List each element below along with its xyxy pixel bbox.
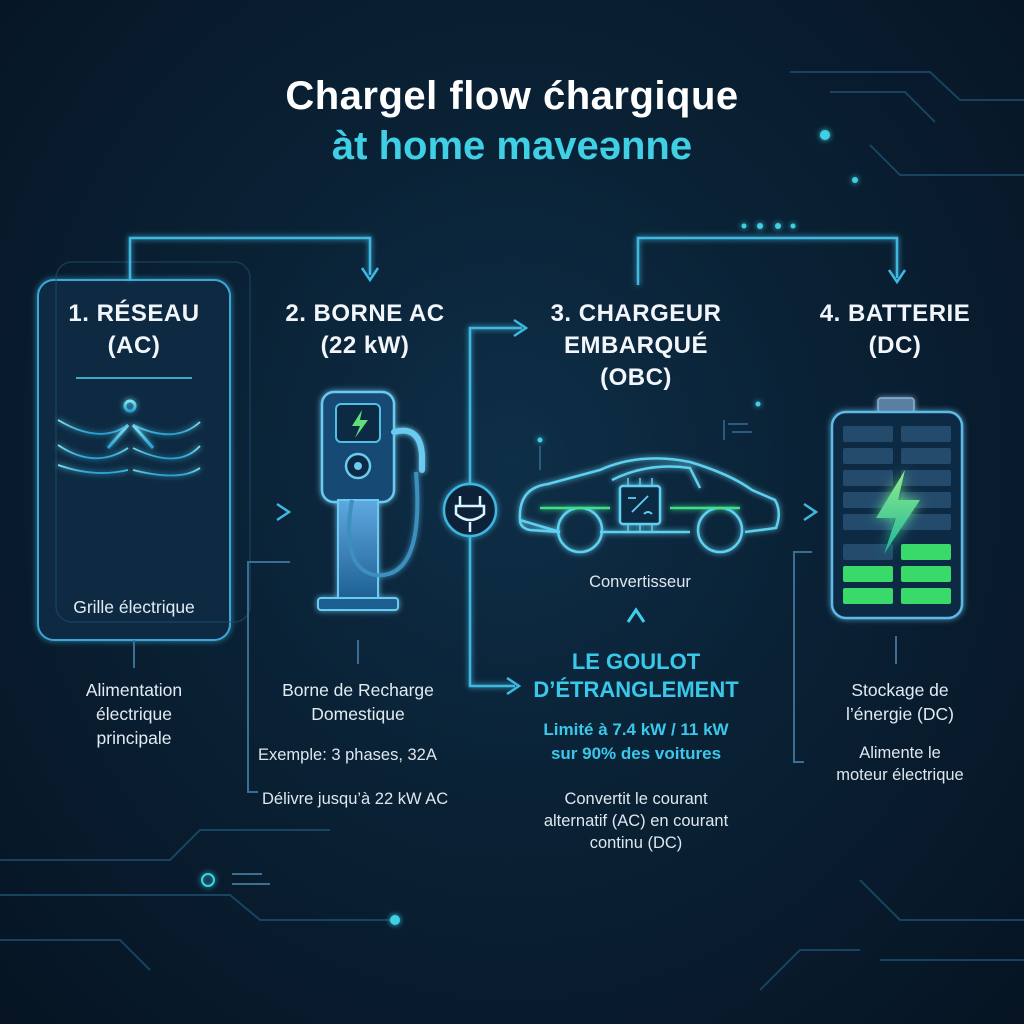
stage-4-heading: 4. BATTERIE (DC)	[790, 298, 1000, 362]
plug-icon	[442, 482, 498, 538]
stage-2-desc-line: Domestique	[311, 704, 405, 724]
stage-2-desc-line: Borne de Recharge	[282, 680, 434, 700]
stage-2-description: Borne de Recharge Domestique	[248, 678, 468, 726]
stage-1-description: Alimentation électrique principale	[36, 678, 232, 750]
stage-4-heading-line1: 4. BATTERIE	[819, 300, 971, 327]
battery-cells	[843, 426, 951, 604]
circuit-decor	[0, 71, 1024, 991]
limit-line2: sur 90% des voitures	[550, 744, 722, 763]
stage-2-heading: 2. BORNE AC (22 kW)	[255, 298, 475, 362]
stage-4-note: Alimente le moteur électrique	[800, 742, 1000, 786]
stage-2-heading-line1: 2. BORNE AC	[285, 300, 445, 327]
stage-3-heading-line1: 3. CHARGEUR	[550, 300, 722, 327]
stage-3-heading-line2: EMBARQUÉ	[563, 332, 708, 359]
stage-4-desc-line: Stockage de	[851, 680, 949, 700]
stage-1-heading-line1: 1. RÉSEAU	[68, 300, 200, 327]
car-with-converter-icon	[518, 457, 780, 554]
title-line-2: àt home maveənne	[331, 124, 693, 168]
stage-4-note-line: moteur électrique	[836, 766, 964, 784]
title-line-1: Chargel flow ćhargique	[285, 74, 739, 118]
stage-3-desc-line: Convertit le courant	[564, 790, 708, 808]
stage-1-desc-line: Alimentation	[85, 680, 183, 700]
stage-1-desc-line: électrique	[96, 704, 172, 724]
stage-1-desc-line: principale	[96, 728, 172, 748]
bottleneck-limit: Limité à 7.4 kW / 11 kW sur 90% des voit…	[500, 718, 772, 766]
bottleneck-line2: D’ÉTRANGLEMENT	[533, 677, 739, 702]
stage-3-desc-line: continu (DC)	[589, 834, 683, 852]
stage-4-note-line: Alimente le	[859, 744, 941, 762]
stage-4-heading-line2: (DC)	[868, 332, 922, 359]
power-pole-icon	[57, 399, 201, 570]
charging-station-icon	[317, 390, 425, 611]
stage-4-desc-line: l’énergie (DC)	[846, 704, 954, 724]
circuit-nodes	[201, 130, 858, 925]
bottleneck-line1: LE GOULOT	[571, 649, 701, 674]
stage-2-heading-line2: (22 kW)	[320, 332, 410, 359]
stage-4-description: Stockage de l’énergie (DC)	[800, 678, 1000, 726]
stage-1-heading: 1. RÉSEAU (AC)	[38, 298, 230, 362]
stage-1-heading-line2: (AC)	[107, 332, 161, 359]
stage-2-delivers: Délivre jusqu’à 22 kW AC	[262, 790, 449, 808]
stage-2-example: Exemple: 3 phases, 32A	[258, 746, 437, 764]
converter-label: Convertisseur	[589, 573, 691, 591]
stage-3-description: Convertit le courant alternatif (AC) en …	[500, 788, 772, 854]
stage-3-heading: 3. CHARGEUR EMBARQUÉ (OBC)	[520, 298, 752, 394]
bottleneck-heading: LE GOULOT D’ÉTRANGLEMENT	[500, 648, 772, 704]
grid-label: Grille électrique	[73, 597, 195, 617]
lightning-bolt	[876, 470, 920, 554]
stage-3-heading-line3: (OBC)	[600, 364, 672, 391]
stage-3-desc-line: alternatif (AC) en courant	[543, 812, 729, 830]
limit-line1: Limité à 7.4 kW / 11 kW	[543, 720, 729, 739]
